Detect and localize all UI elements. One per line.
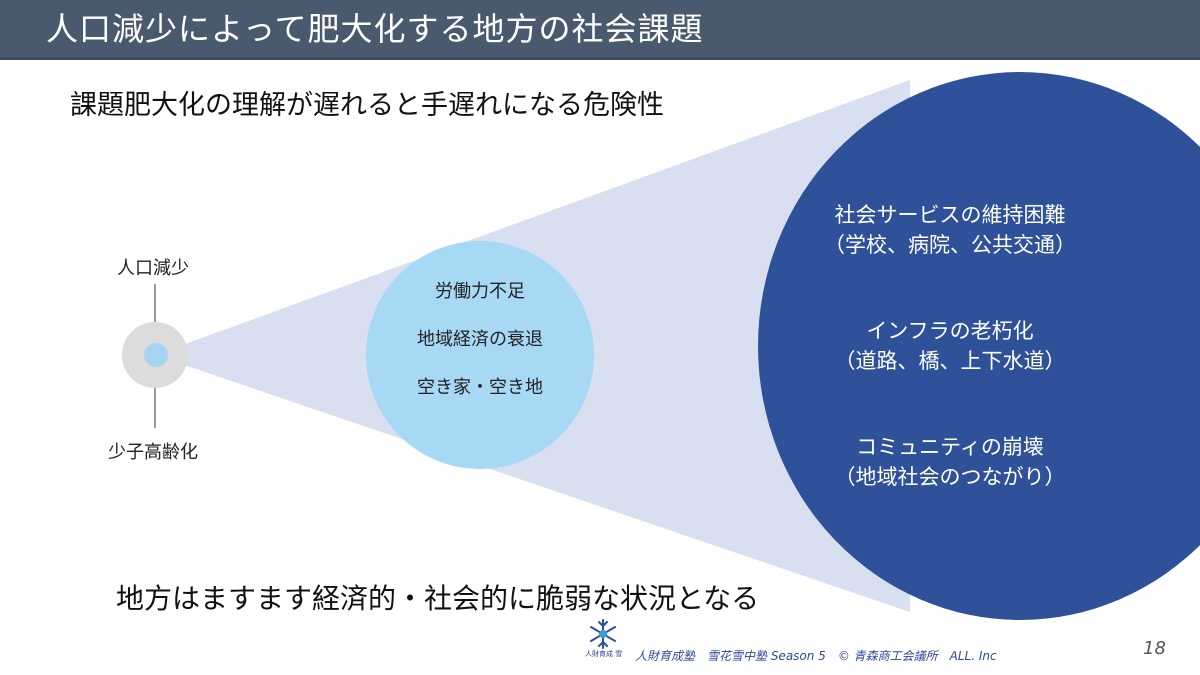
large-item-sub: （学校、病院、公共交通） [824, 233, 1076, 257]
large-item: コミュニティの崩壊 （地域社会のつながり） [790, 432, 1110, 548]
middle-item: 空き家・空き地 [417, 377, 543, 398]
title-bar: 人口減少によって肥大化する地方の社会課題 [0, 0, 1200, 60]
conclusion: 地方はますます経済的・社会的に脆弱な状況となる [116, 582, 760, 615]
large-item-main: コミュニティの崩壊 [856, 435, 1044, 459]
large-circle [758, 72, 1200, 620]
large-item-main: インフラの老朽化 [866, 319, 1034, 343]
large-item: 社会サービスの維持困難 （学校、病院、公共交通） [790, 200, 1110, 316]
middle-items: 労働力不足 地域経済の衰退 空き家・空き地 [380, 280, 580, 424]
middle-item: 地域経済の衰退 [417, 329, 543, 350]
middle-item: 労働力不足 [435, 281, 525, 302]
footer-credit: 人財育成塾 雪花雪中塾 Season 5 © 青森商工会議所 ALL. Inc [635, 649, 997, 663]
origin-label-bottom: 少子高齢化 [108, 442, 198, 463]
origin-inner-circle [144, 343, 168, 367]
logo-caption: 人財育成 雪花雪中塾 [585, 650, 623, 658]
headline: 課題肥大化の理解が遅れると手遅れになる危険性 [70, 90, 664, 121]
large-item-sub: （道路、橋、上下水道） [834, 349, 1066, 373]
slide-title: 人口減少によって肥大化する地方の社会課題 [46, 10, 704, 48]
footer: 人財育成 雪花雪中塾 人財育成塾 雪花雪中塾 Season 5 © 青森商工会議… [585, 618, 1185, 668]
large-item-sub: （地域社会のつながり） [834, 465, 1066, 489]
large-item-main: 社会サービスの維持困難 [834, 203, 1066, 227]
origin-label-top: 人口減少 [117, 258, 189, 279]
middle-circle [366, 241, 594, 469]
snowflake-icon: 人財育成 雪花雪中塾 [585, 618, 623, 670]
large-items: 社会サービスの維持困難 （学校、病院、公共交通） インフラの老朽化 （道路、橋、… [790, 200, 1110, 548]
large-item: インフラの老朽化 （道路、橋、上下水道） [790, 316, 1110, 432]
page-number: 18 [1143, 638, 1166, 659]
